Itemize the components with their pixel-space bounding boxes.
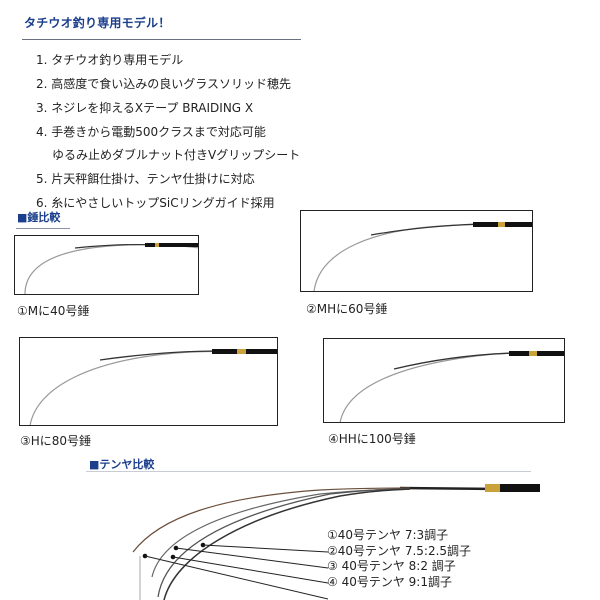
- tenya-label-2: ②40号テンヤ 7.5:2.5調子: [327, 544, 472, 558]
- tenya-label-1: ①40号テンヤ 7:3調子: [327, 528, 449, 542]
- feature-item-6: 6. 糸にやさしいトップSiCリングガイド採用: [36, 196, 275, 210]
- sinker-section-heading: ■錘比較: [17, 211, 61, 224]
- photo-caption-4: ④HHに100号錘: [328, 432, 416, 446]
- tenya-section-heading: ■テンヤ比較: [89, 458, 155, 471]
- rod-bend-image: [29, 349, 277, 425]
- photo-caption-2: ②MHに60号錘: [306, 302, 388, 316]
- page-title: タチウオ釣り専用モデル！: [24, 16, 171, 30]
- tenya-section-divider: [86, 471, 531, 472]
- tenya-label-4: ④ 40号テンヤ 9:1調子: [327, 575, 452, 589]
- sinker-section-divider: [16, 228, 70, 229]
- rod-bend-image: [313, 222, 532, 291]
- feature-item-4: 4. 手巻きから電動500クラスまで対応可能: [36, 125, 266, 139]
- feature-item-5: 5. 片天秤餌仕掛け、テンヤ仕掛けに対応: [36, 172, 255, 186]
- rod-bend-photo-mh-60: [300, 210, 533, 292]
- rod-bend-photo-hh-100: [323, 338, 565, 423]
- feature-item-2: 2. 高感度で食い込みの良いグラスソリッド穂先: [36, 77, 292, 91]
- photo-caption-3: ③Hに80号錘: [20, 434, 92, 448]
- rod-bend-photo-m-40: [14, 235, 199, 295]
- rod-bend-photo-h-80: [19, 337, 278, 426]
- feature-item-1: 1. タチウオ釣り専用モデル: [36, 53, 184, 67]
- rod-bend-image: [24, 243, 198, 294]
- photo-caption-1: ①Mに40号錘: [17, 304, 90, 318]
- title-divider: [22, 39, 301, 40]
- feature-item-4-sub: ゆるみ止めダブルナット付きVグリップシート: [52, 148, 301, 162]
- rod-bend-image: [339, 351, 564, 422]
- tenya-label-3: ③ 40号テンヤ 8:2 調子: [327, 559, 456, 573]
- feature-item-3: 3. ネジレを抑えるXテープ BRAIDING X: [36, 101, 254, 115]
- tenya-bend-diagram: [132, 484, 540, 600]
